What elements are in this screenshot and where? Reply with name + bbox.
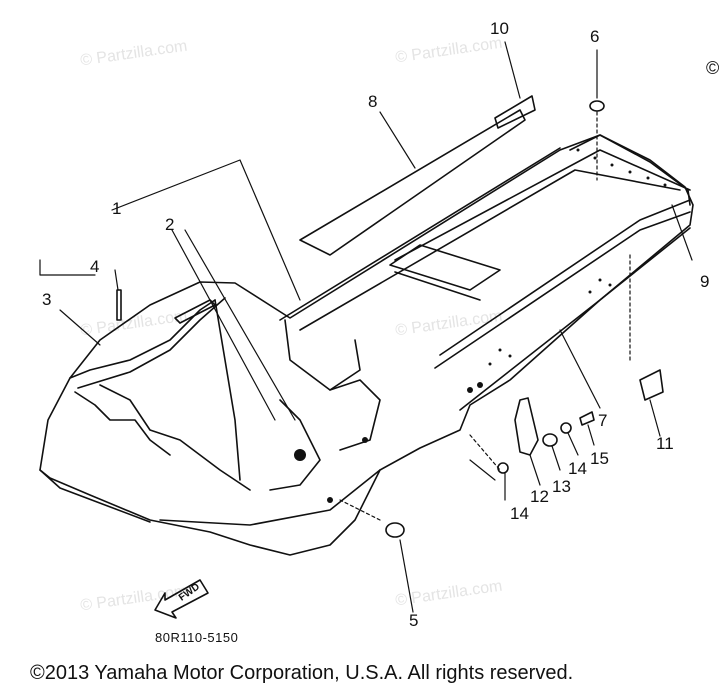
cross-member-2 xyxy=(394,271,481,301)
callout-3: 3 xyxy=(42,290,52,309)
part-15-bolt xyxy=(579,411,595,426)
callout-5: 5 xyxy=(409,611,419,630)
part-13-bushing xyxy=(542,433,558,447)
left-rail-inner xyxy=(77,297,226,389)
callout-15: 15 xyxy=(590,449,609,468)
corner-copyright-mark: © xyxy=(706,58,720,78)
part-code: 80R110-5150 xyxy=(155,630,239,645)
tunnel-deck-lower xyxy=(299,169,681,331)
engine-mount-left xyxy=(99,384,251,491)
rail-slot xyxy=(174,299,216,324)
callout-7: 7 xyxy=(598,411,608,430)
nose-loop xyxy=(74,391,171,456)
part-10-strip xyxy=(494,95,536,129)
callout-9: 9 xyxy=(700,272,710,291)
part-14-washer xyxy=(560,422,572,434)
callout-14: 14 xyxy=(510,504,529,523)
leader-lines xyxy=(39,41,693,613)
callout-14-b: 14 xyxy=(568,459,587,478)
callout-10: 10 xyxy=(490,19,509,38)
part-4-rivet xyxy=(116,289,122,321)
left-rail xyxy=(69,299,216,379)
bulkhead-2 xyxy=(284,319,361,391)
callout-6: 6 xyxy=(590,27,600,46)
fwd-arrow xyxy=(154,579,209,619)
rear-bumper xyxy=(569,134,691,206)
callout-8: 8 xyxy=(368,92,378,111)
frame-belly xyxy=(159,469,381,526)
tunnel-deck xyxy=(279,147,561,321)
callout-4: 4 xyxy=(90,257,100,276)
right-side-panel xyxy=(459,227,691,411)
frame-lower-edge xyxy=(39,469,151,523)
right-rail xyxy=(439,199,691,356)
engine-mount-right xyxy=(269,399,321,491)
part-6-cap xyxy=(589,100,605,112)
right-rail-2 xyxy=(434,211,691,369)
part-12-arm xyxy=(514,397,539,456)
part-11-label xyxy=(639,369,664,401)
front-bulkhead xyxy=(214,299,241,481)
callout-1: 1 xyxy=(112,199,122,218)
rivet-holes xyxy=(294,148,667,503)
frame-hull-outline xyxy=(39,134,694,556)
callout-12: 12 xyxy=(530,487,549,506)
part-8-strip xyxy=(299,109,526,256)
callout-2: 2 xyxy=(165,215,175,234)
tunnel-deck-edge xyxy=(394,149,691,261)
copyright-notice: ©2013 Yamaha Motor Corporation, U.S.A. A… xyxy=(30,662,574,684)
cross-member xyxy=(389,244,501,291)
part-14-washer-lower xyxy=(497,462,509,474)
part-5-plug xyxy=(385,522,405,538)
callout-13: 13 xyxy=(552,477,571,496)
tunnel-front-wall xyxy=(329,379,381,451)
callout-11: 11 xyxy=(656,434,674,453)
